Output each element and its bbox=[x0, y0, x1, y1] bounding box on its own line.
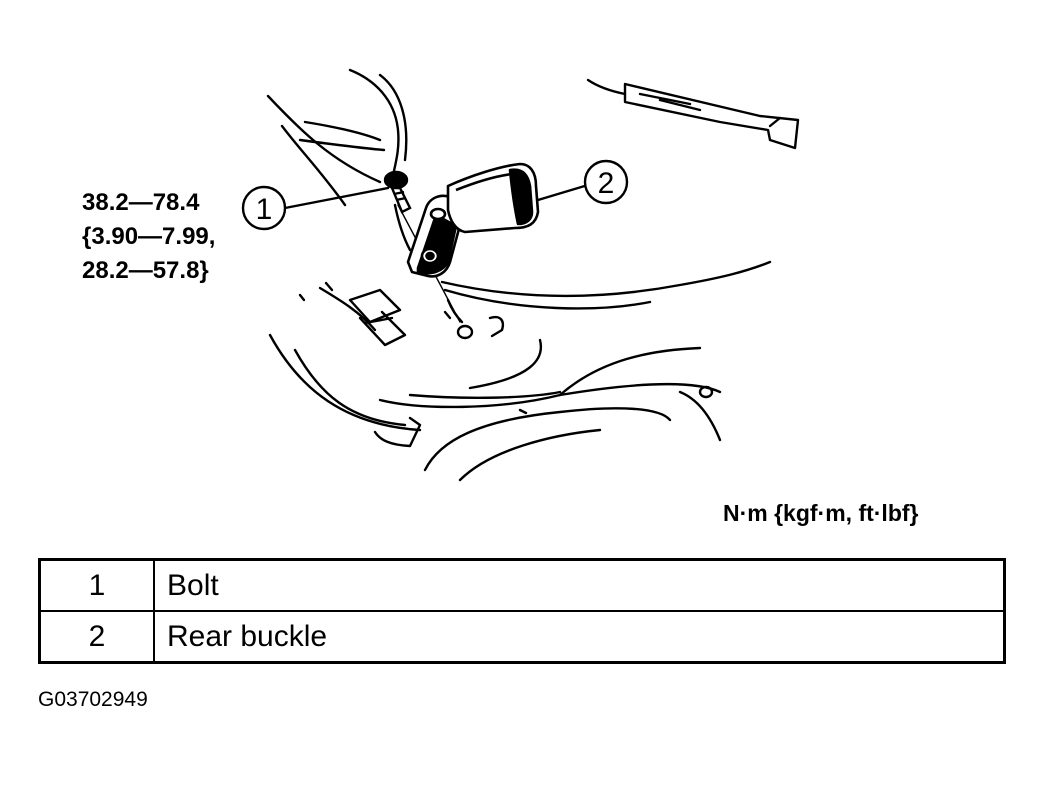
torque-line-2: {3.90—7.99, bbox=[82, 223, 216, 250]
torque-line-1: 38.2—78.4 bbox=[82, 189, 200, 216]
leader-line-2 bbox=[536, 183, 590, 202]
rear-buckle-part bbox=[446, 162, 540, 234]
seat-belt-buckle-illustration: 1 2 bbox=[241, 68, 800, 482]
rear-shelf-bracket bbox=[586, 78, 800, 150]
legend-number: 1 bbox=[38, 558, 155, 612]
bolt-part bbox=[383, 170, 412, 214]
buckle-anchor-plate bbox=[406, 194, 462, 278]
callout-1: 1 bbox=[241, 185, 287, 231]
callout-1-number: 1 bbox=[256, 193, 273, 226]
torque-specification: 38.2—78.4 {3.90—7.99, 28.2—57.8} bbox=[82, 186, 215, 288]
legend-description: Rear buckle bbox=[153, 610, 1006, 664]
anchor-hole bbox=[443, 298, 504, 340]
leader-line-1 bbox=[283, 186, 390, 210]
torque-units: N·m {kgf·m, ft·lbf} bbox=[723, 500, 919, 526]
floor-and-cushion-outline bbox=[268, 260, 772, 482]
legend-description: Bolt bbox=[153, 558, 1006, 612]
floor-clip bbox=[348, 288, 407, 347]
table-row: 2 Rear buckle bbox=[38, 610, 1006, 664]
callout-2: 2 bbox=[583, 159, 629, 205]
table-row: 1 Bolt bbox=[38, 558, 1006, 612]
parts-legend-table: 1 Bolt 2 Rear buckle bbox=[38, 558, 1006, 664]
torque-line-3: 28.2—57.8} bbox=[82, 257, 209, 284]
figure-code: G03702949 bbox=[38, 688, 148, 711]
callout-2-number: 2 bbox=[598, 167, 615, 200]
legend-number: 2 bbox=[38, 610, 155, 664]
seat-back-outline bbox=[266, 68, 412, 252]
